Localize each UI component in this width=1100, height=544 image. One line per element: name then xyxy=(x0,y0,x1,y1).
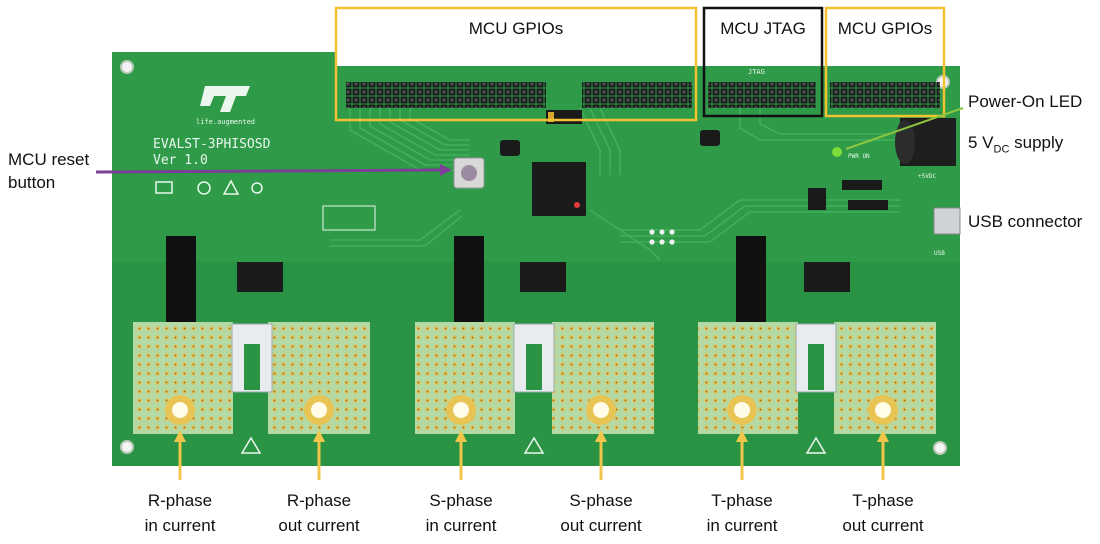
vias xyxy=(649,229,675,245)
small-ic xyxy=(808,188,826,210)
t-in-line1: T-phase xyxy=(711,491,773,510)
t-out-label: T-phase out current xyxy=(818,490,948,536)
supply-label: 5 VDC supply xyxy=(968,132,1063,160)
reset-arrow xyxy=(95,164,452,176)
gpio-header-left xyxy=(346,82,692,108)
jtag-label: MCU JTAG xyxy=(720,19,806,38)
gpio-left-label: MCU GPIOs xyxy=(468,19,564,38)
board-version-silk: Ver 1.0 xyxy=(153,153,208,168)
supply-sub: DC xyxy=(993,143,1010,156)
power-led-label: Power-On LED xyxy=(968,92,1083,111)
s-phase-block xyxy=(415,236,654,454)
led-arrow xyxy=(845,107,964,150)
r-in-line2: in current xyxy=(144,516,216,535)
reset-button[interactable] xyxy=(453,157,485,189)
s-in-label: S-phase in current xyxy=(401,490,521,536)
usb-port[interactable] xyxy=(933,207,961,235)
r-phase-block xyxy=(133,236,370,454)
board-name-silk: EVALST-3PHISOSD xyxy=(153,137,271,152)
vdc-silk: +5VDC xyxy=(918,173,936,180)
diode-1 xyxy=(842,180,882,190)
usb-label: USB connector xyxy=(968,212,1083,231)
t-phase-block xyxy=(698,236,936,454)
s-out-label: S-phase out current xyxy=(536,490,666,536)
t-out-line2: out current xyxy=(842,516,924,535)
r-out-label: R-phase out current xyxy=(254,490,384,536)
r-in-line1: R-phase xyxy=(147,491,213,510)
s-out-line2: out current xyxy=(560,516,642,535)
r-out-line1: R-phase xyxy=(286,491,352,510)
jtag-box xyxy=(702,6,824,118)
supply-prefix: 5 V xyxy=(968,133,994,152)
gpio-right-box xyxy=(824,6,946,118)
t-out-line1: T-phase xyxy=(852,491,914,510)
regulator-2 xyxy=(700,130,720,146)
s-in-line2: in current xyxy=(425,516,497,535)
r-out-line2: out current xyxy=(278,516,360,535)
s-in-line1: S-phase xyxy=(429,491,493,510)
pwr-silk: PWR ON xyxy=(848,153,870,160)
power-led xyxy=(832,147,842,157)
jtag-silk: JTAG xyxy=(748,68,765,76)
s-out-line1: S-phase xyxy=(569,491,633,510)
gpio-header-right xyxy=(830,82,940,108)
r-in-label: R-phase in current xyxy=(120,490,240,536)
eval-note-box xyxy=(322,205,376,231)
diode-2 xyxy=(848,200,888,210)
usb-silk: USB xyxy=(934,250,945,257)
reset-label-line2: button xyxy=(8,173,56,192)
jtag-header xyxy=(708,82,816,108)
supply-suffix: supply xyxy=(1009,133,1064,152)
t-in-line2: in current xyxy=(706,516,778,535)
gpio-right-label: MCU GPIOs xyxy=(837,19,933,38)
regulator xyxy=(500,140,520,156)
reset-label-line1: MCU reset xyxy=(8,150,90,169)
st-logo xyxy=(200,86,250,112)
t-in-label: T-phase in current xyxy=(682,490,802,536)
certification-marks xyxy=(155,179,263,195)
mcu-chip xyxy=(532,162,586,216)
tagline-silk: life.augmented xyxy=(196,118,255,126)
gpio-left-box xyxy=(334,6,698,122)
phase-arrows xyxy=(174,430,889,480)
